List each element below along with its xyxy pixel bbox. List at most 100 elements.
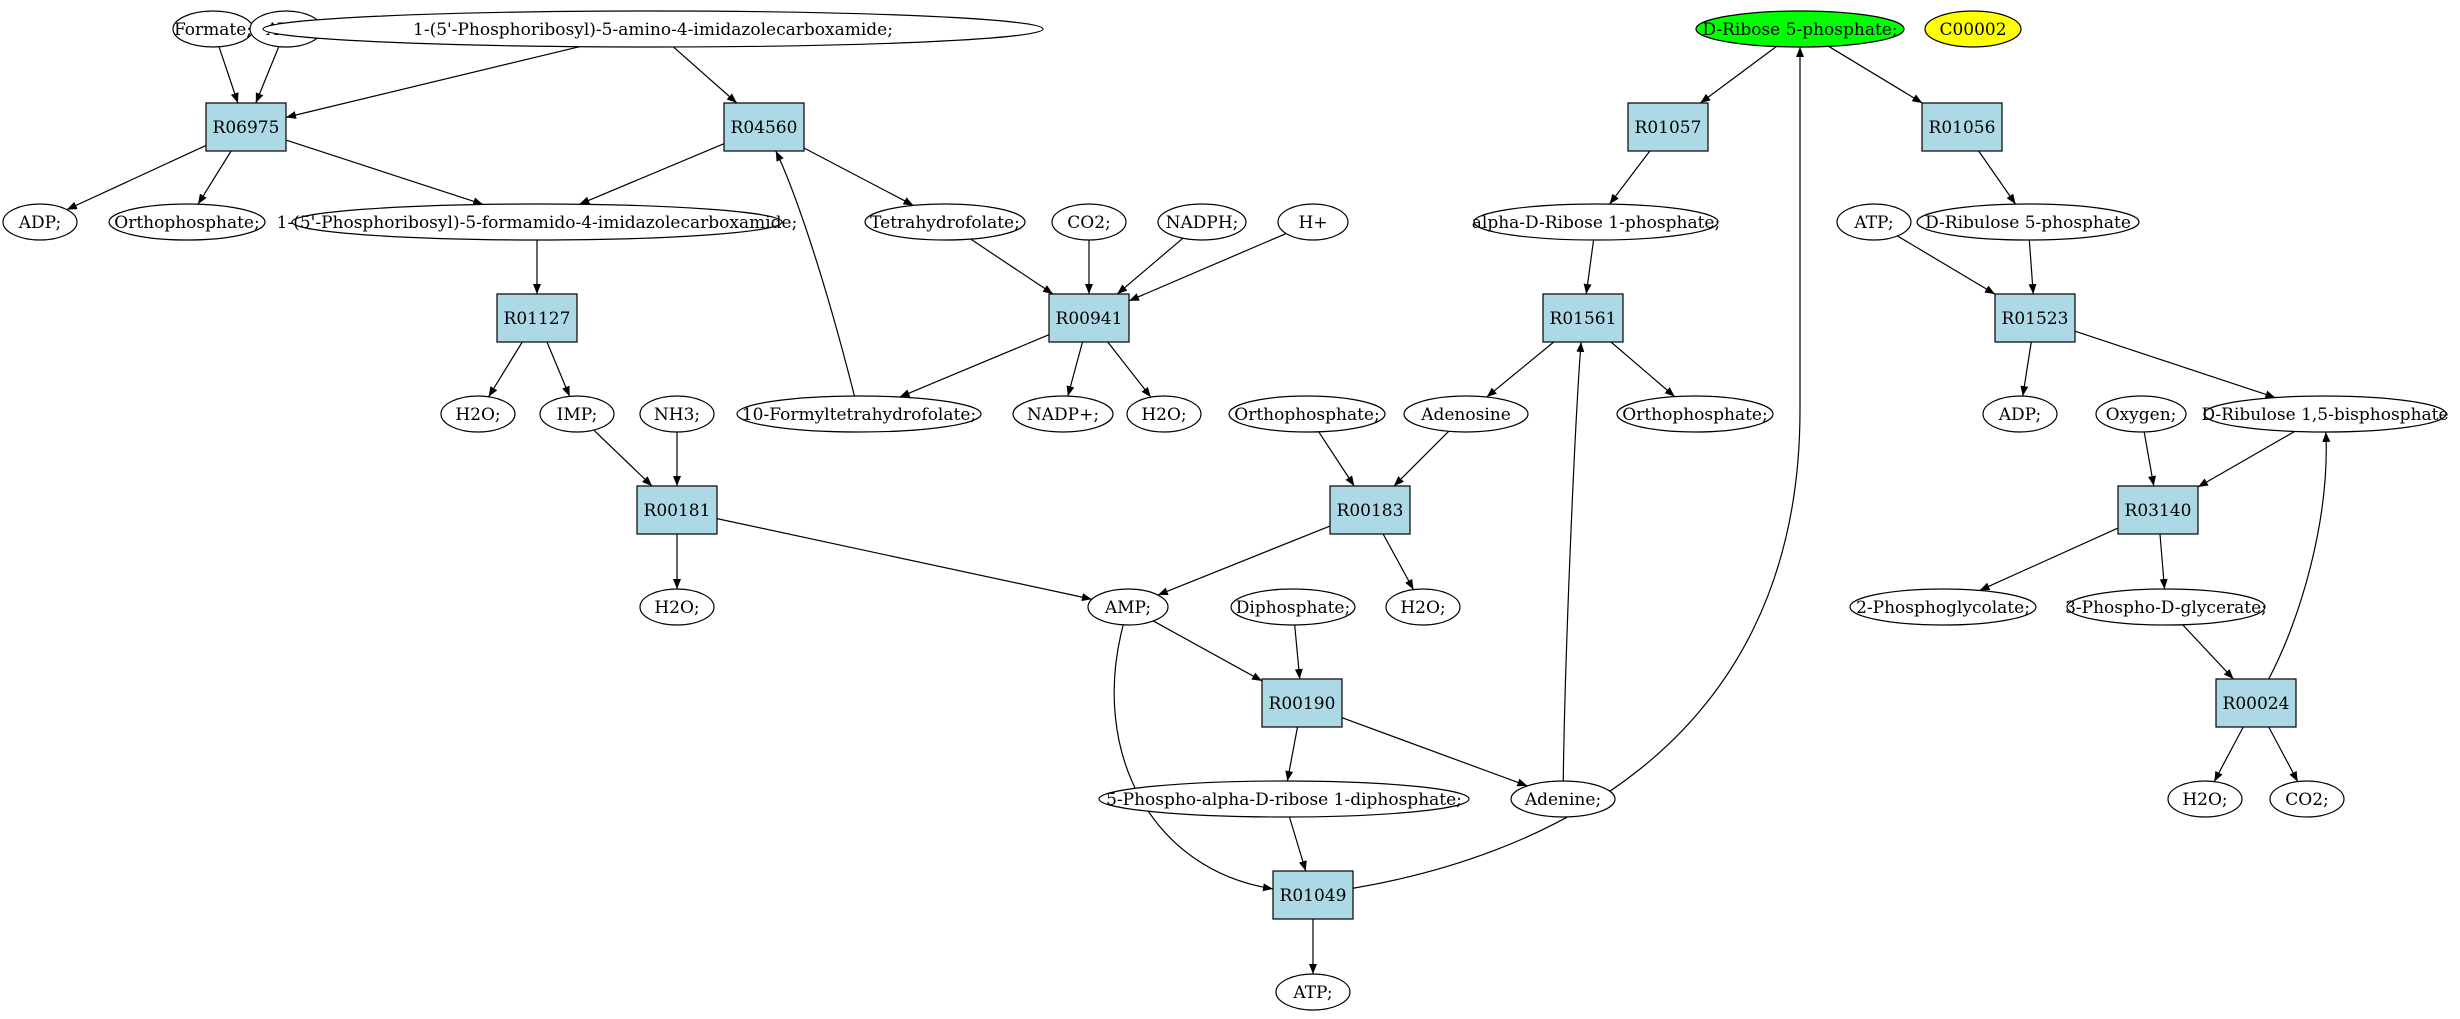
node-label: Tetrahydrofolate; (870, 213, 1020, 233)
compound-ellipse (1157, 203, 1247, 241)
edge-ribose1p-to-r01561 (1583, 239, 1595, 295)
compound-node-pglycerate[interactable]: 3-Phospho-D-glycerate; (2065, 588, 2267, 626)
compound-node-h2o4[interactable]: H2O; (1385, 588, 1461, 626)
reaction-node-r00183[interactable]: R00183 (1329, 485, 1411, 535)
node-label: R01523 (2002, 309, 2069, 329)
compound-ellipse (1473, 203, 1719, 241)
edge-r04560-to-faicar (579, 143, 725, 205)
compound-node-nadph[interactable]: NADPH; (1157, 203, 1247, 241)
compound-node-h2o2[interactable]: H2O; (1126, 395, 1202, 433)
compound-node-faicar[interactable]: 1-(5'-Phosphoribosyl)-5-formamido-4-imid… (277, 203, 798, 241)
compound-node-h2o3[interactable]: H2O; (639, 588, 715, 626)
compound-node-fthf[interactable]: 10-Formyltetrahydrofolate; (736, 395, 982, 433)
node-label: 1-(5'-Phosphoribosyl)-5-formamido-4-imid… (277, 213, 798, 233)
compound-ellipse (2, 203, 78, 241)
compound-node-diphos[interactable]: Diphosphate; (1230, 588, 1356, 626)
reaction-node-r01127[interactable]: R01127 (496, 293, 578, 343)
compound-ellipse (2167, 780, 2243, 818)
node-label: NADPH; (1166, 213, 1239, 233)
reaction-node-r01049[interactable]: R01049 (1272, 870, 1354, 920)
edge-r00181-to-amp (716, 518, 1093, 602)
reaction-node-r01523[interactable]: R01523 (1994, 293, 2076, 343)
reaction-box (1921, 102, 2003, 152)
reaction-node-r00024[interactable]: R00024 (2215, 678, 2297, 728)
node-label: R01049 (1280, 886, 1347, 906)
node-label: R00024 (2223, 694, 2290, 714)
compound-node-c00002[interactable]: C00002 (1924, 10, 2022, 48)
compound-ellipse (1924, 10, 2022, 48)
compound-node-nadp[interactable]: NADP+; (1012, 395, 1114, 433)
edge-r01127-to-h2o1 (488, 341, 523, 398)
compound-node-h2o1[interactable]: H2O; (440, 395, 516, 433)
compound-ellipse (1849, 588, 2037, 626)
compound-node-oxygen[interactable]: Oxygen; (2095, 395, 2187, 433)
compound-node-thf[interactable]: Tetrahydrofolate; (864, 203, 1026, 241)
compound-node-pglycolate[interactable]: 2-Phosphoglycolate; (1849, 588, 2037, 626)
reaction-node-r01057[interactable]: R01057 (1627, 102, 1709, 152)
edge-aicar-to-r04560 (672, 46, 738, 104)
compound-node-atp2[interactable]: ATP; (1836, 203, 1912, 241)
node-label: NADP+; (1027, 405, 1099, 425)
compound-node-hplus[interactable]: H+ (1277, 203, 1349, 241)
edge-r01056-to-ribulose5p (1978, 150, 2017, 205)
node-label: R01561 (1550, 309, 1617, 329)
node-label: CO2; (2285, 790, 2329, 810)
reaction-node-r04560[interactable]: R04560 (723, 102, 805, 152)
reaction-box (1627, 102, 1709, 152)
reaction-node-r00190[interactable]: R00190 (1261, 678, 1343, 728)
compound-ellipse (1836, 203, 1912, 241)
node-label: alpha-D-Ribose 1-phosphate; (1472, 213, 1720, 233)
compound-node-ribulose5p[interactable]: D-Ribulose 5-phosphate (1916, 203, 2140, 241)
edge-amp-to-r01049 (1113, 624, 1274, 892)
edge-hplus-to-r00941 (1128, 232, 1287, 302)
compound-ellipse (639, 395, 715, 433)
compound-node-adp2[interactable]: ADP; (1982, 395, 2058, 433)
compound-node-formate[interactable]: Formate; (172, 10, 254, 48)
compound-node-ortho2[interactable]: Orthophosphate; (1228, 395, 1386, 433)
edge-imp-to-r00181 (593, 429, 653, 487)
edge-r01561-to-ortho3 (1610, 341, 1676, 398)
compound-node-ortho3[interactable]: Orthophosphate; (1616, 395, 1774, 433)
reaction-node-r01056[interactable]: R01056 (1921, 102, 2003, 152)
compound-node-aicar[interactable]: 1-(5'-Phosphoribosyl)-5-amino-4-imidazol… (262, 10, 1044, 48)
edge-ribose5p-to-r01056 (1828, 45, 1923, 104)
reaction-node-r01561[interactable]: R01561 (1542, 293, 1624, 343)
reaction-box (1542, 293, 1624, 343)
reaction-node-r06975[interactable]: R06975 (205, 102, 287, 152)
compound-node-co2a[interactable]: CO2; (1051, 203, 1127, 241)
compound-node-co2b[interactable]: CO2; (2269, 780, 2345, 818)
edge-pglycerate-to-r00024 (2182, 624, 2234, 680)
compound-node-adenine[interactable]: Adenine; (1510, 780, 1616, 818)
edge-r00183-to-amp (1157, 525, 1331, 596)
compound-node-h2o5[interactable]: H2O; (2167, 780, 2243, 818)
compound-node-nh3[interactable]: NH3; (639, 395, 715, 433)
compound-node-ribose5p[interactable]: D-Ribose 5-phosphate; (1695, 10, 1905, 48)
reaction-node-r00941[interactable]: R00941 (1048, 293, 1130, 343)
compound-node-ribose1p[interactable]: alpha-D-Ribose 1-phosphate; (1472, 203, 1720, 241)
compound-node-adp1[interactable]: ADP; (2, 203, 78, 241)
compound-ellipse (291, 203, 783, 241)
reaction-node-r03140[interactable]: R03140 (2117, 485, 2199, 535)
compound-node-prpp[interactable]: 5-Phospho-alpha-D-ribose 1-diphosphate; (1098, 780, 1470, 818)
edge-adenine-to-r01561 (1562, 341, 1585, 782)
nodes-layer: Formate; ATP; 1-(5'-Phosphoribosyl)-5-amin… (2, 10, 2449, 1011)
compound-ellipse (1916, 203, 2140, 241)
node-label: D-Ribose 5-phosphate; (1702, 20, 1897, 40)
edge-atp1-to-r06975 (255, 46, 280, 104)
reaction-box (1272, 870, 1354, 920)
node-label: Adenine; (1524, 790, 1601, 810)
compound-ellipse (539, 395, 615, 433)
node-label: R01057 (1635, 118, 1702, 138)
compound-node-adenosine[interactable]: Adenosine (1403, 395, 1529, 433)
compound-node-amp[interactable]: AMP; (1087, 588, 1169, 626)
compound-node-atp3[interactable]: ATP; (1275, 973, 1351, 1011)
node-label: NH3; (654, 405, 700, 425)
compound-ellipse (1616, 395, 1774, 433)
compound-node-imp[interactable]: IMP; (539, 395, 615, 433)
compound-node-ortho1[interactable]: Orthophosphate; (108, 203, 266, 241)
reaction-node-r00181[interactable]: R00181 (636, 485, 718, 535)
compound-node-rubp[interactable]: D-Ribulose 1,5-bisphosphate (2201, 395, 2449, 433)
compound-ellipse (1275, 973, 1351, 1011)
node-label: R00190 (1269, 694, 1336, 714)
edge-amp-to-r00190 (1152, 620, 1263, 682)
